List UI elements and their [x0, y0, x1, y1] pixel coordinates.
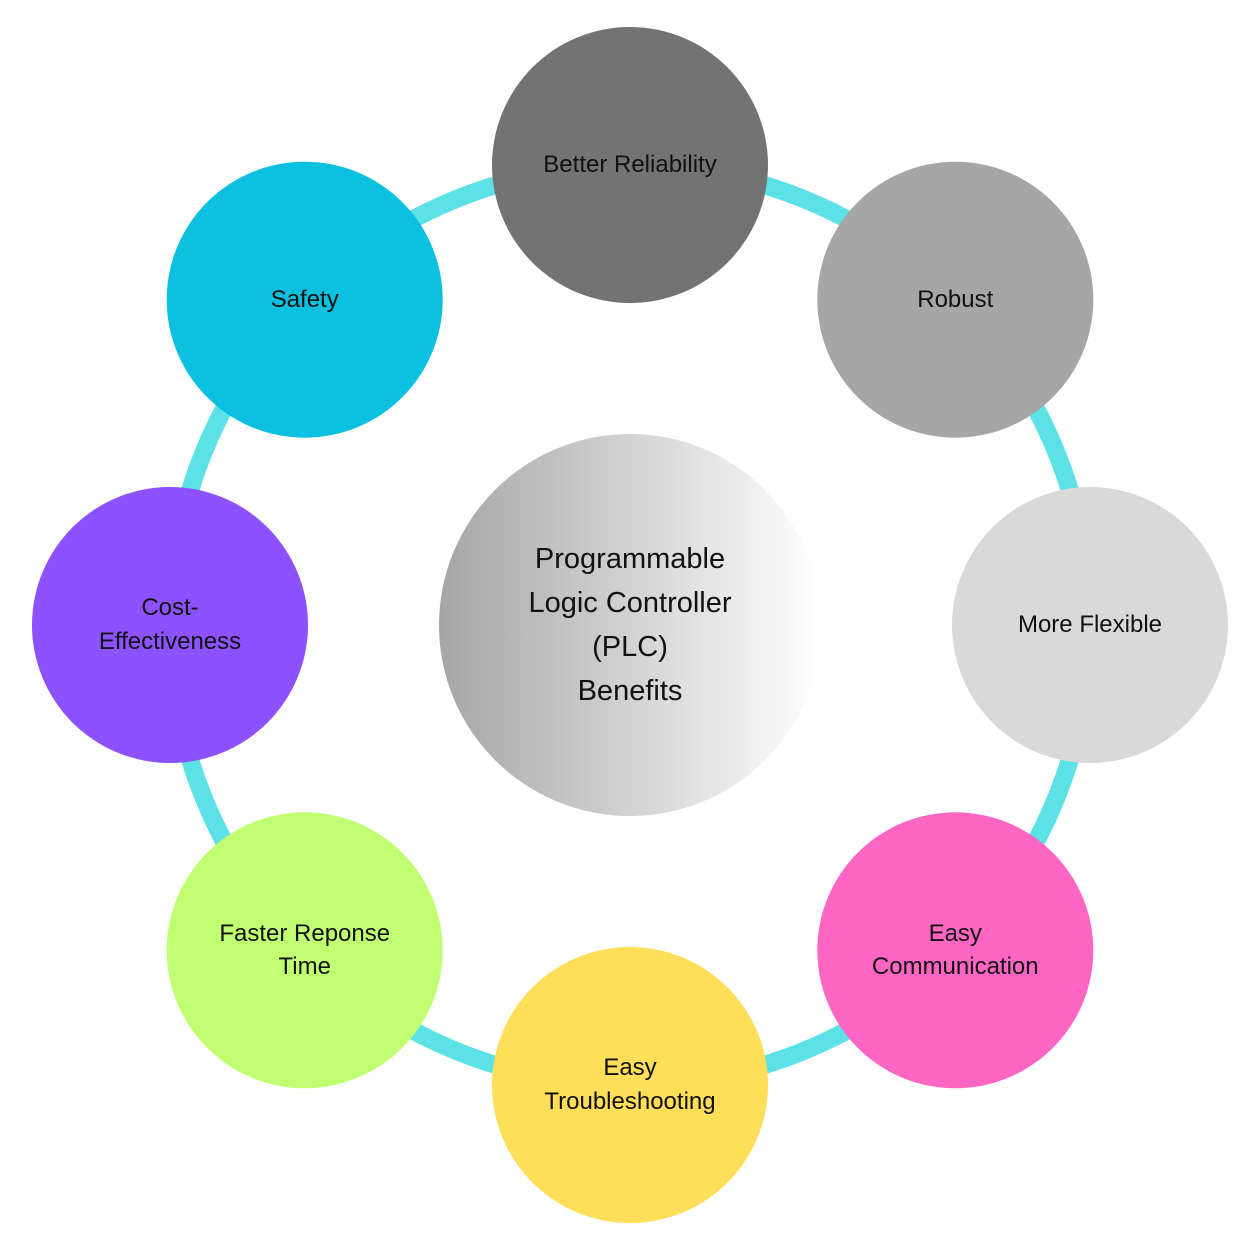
node-circle-easy-communication	[817, 812, 1094, 1089]
node-circle-robust	[817, 161, 1094, 438]
hub-circle	[439, 434, 821, 816]
node-circle-better-reliability	[492, 27, 768, 303]
node-circle-more-flexible	[952, 487, 1228, 763]
node-circle-cost-effectiveness	[32, 487, 308, 763]
node-circle-easy-troubleshooting	[492, 947, 768, 1223]
node-circle-faster-response-time	[166, 812, 443, 1089]
node-circles	[32, 27, 1228, 1223]
node-circle-safety	[166, 161, 443, 438]
